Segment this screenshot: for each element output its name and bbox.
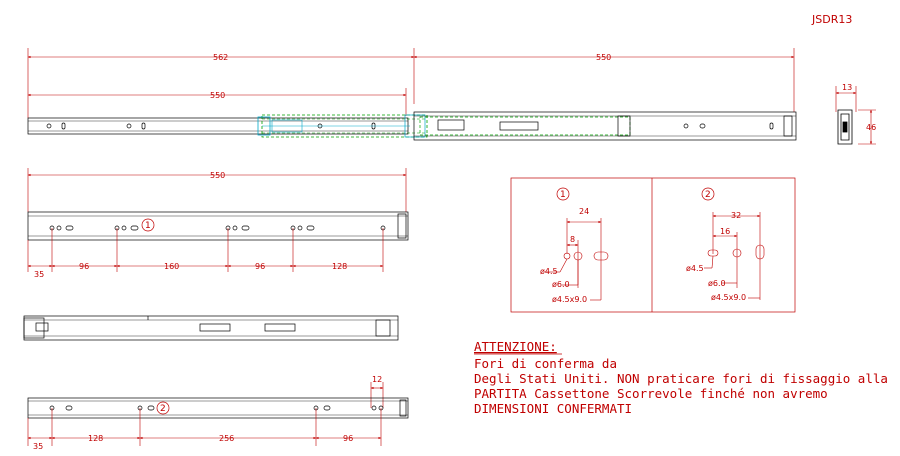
hole-label: ø6.0	[708, 279, 726, 288]
dimension-label: 35	[34, 270, 44, 279]
dimension-label: 13	[842, 83, 852, 92]
hole-detail-box: 1 24 8 ø4.5 ø6.0 ø4.5x9.0	[510, 177, 796, 313]
inner-rail	[27, 117, 409, 135]
marker-number: 1	[560, 190, 566, 200]
dimension-label: 8	[570, 235, 575, 244]
note-line-2: Degli Stati Uniti. NON praticare fori di…	[474, 371, 888, 386]
note-line-3: PARTITA Cassettone Scorrevole finché non…	[474, 386, 828, 401]
note-line-4: DIMENSIONI CONFERMATI	[474, 401, 632, 416]
end-view: 13 46	[835, 83, 876, 145]
rail-2-view: 12 2 35 128 256 96	[27, 375, 409, 451]
end-profile	[837, 109, 853, 145]
hole-label: ø4.5	[686, 264, 704, 273]
dimension-label: 96	[79, 262, 89, 271]
dimension-label: 32	[731, 211, 741, 220]
dimension-closed-length	[27, 88, 407, 116]
rail-1-body	[27, 211, 409, 241]
note-line-1: Fori di conferma da	[474, 356, 617, 371]
hole-label: ø4.5x9.0	[711, 293, 746, 302]
marker-number: 2	[705, 190, 711, 200]
dimension-label: 128	[88, 434, 103, 443]
dimension-label: 46	[866, 123, 876, 132]
middle-rail-view	[23, 315, 399, 341]
dimension-label: 96	[255, 262, 265, 271]
dimension-label: 35	[33, 442, 43, 451]
hole-label: ø4.5	[540, 267, 558, 276]
rail-1-view: 550 1 35 96 160	[27, 168, 409, 279]
rail-2-dimension-chain	[27, 408, 382, 446]
attention-note: ATTENZIONE: Fori di conferma da Degli St…	[474, 339, 888, 416]
hole-label: ø6.0	[552, 280, 570, 289]
dimension-label: 12	[372, 375, 382, 384]
marker-number: 1	[145, 221, 151, 231]
rail-2-body	[27, 397, 409, 419]
marker-circle	[156, 401, 170, 415]
dimension-label: 24	[579, 207, 589, 216]
dimension-label: 550	[210, 91, 225, 100]
outer-rail	[413, 111, 797, 141]
hole-detail-panel-1: 1 24 8 ø4.5 ø6.0 ø4.5x9.0	[540, 187, 609, 304]
marker-circle	[141, 218, 155, 232]
dimension-label: 550	[596, 53, 611, 62]
drawing-code: JSDR13	[811, 13, 852, 26]
dimension-label: 160	[164, 262, 179, 271]
dimension-label: 128	[332, 262, 347, 271]
note-heading: ATTENZIONE:	[474, 339, 557, 354]
telescopic-section	[257, 114, 428, 138]
dimension-label: 562	[213, 53, 228, 62]
dimension-rail-1-length	[27, 168, 407, 212]
dimension-label: 96	[343, 434, 353, 443]
hole-detail-panel-2: 2 32 16 ø4.5 ø6.0 ø4.5x9.0	[686, 187, 765, 302]
dimension-label: 256	[219, 434, 234, 443]
dimension-overall-right	[413, 48, 795, 112]
dimension-label: 16	[720, 227, 730, 236]
dimension-label: 550	[210, 171, 225, 180]
dimension-slot	[370, 382, 384, 408]
rail-1-dimension-chain	[27, 228, 384, 272]
hole-label: ø4.5x9.0	[552, 295, 587, 304]
marker-number: 2	[160, 404, 166, 414]
assembled-view: 562 550 550	[27, 48, 797, 141]
